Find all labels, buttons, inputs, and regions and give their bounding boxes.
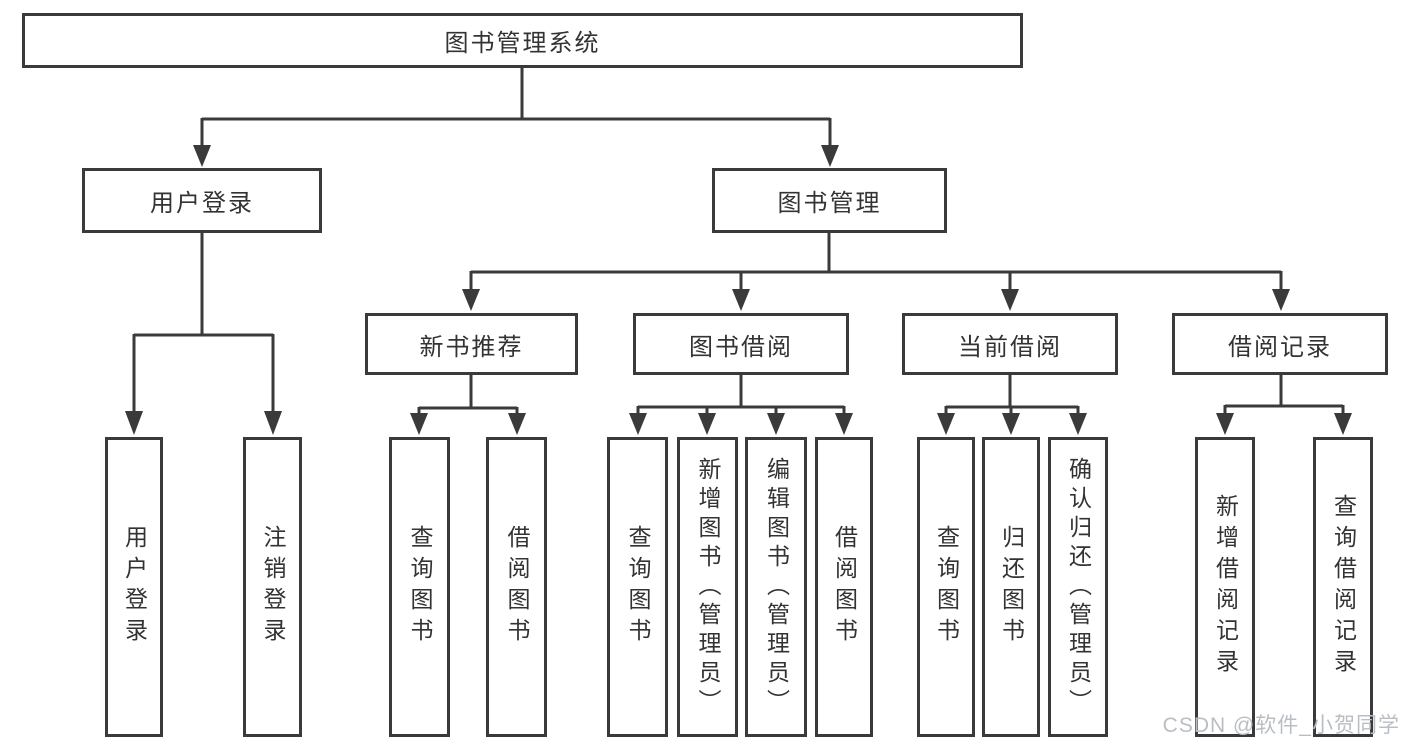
- node-borrow-records-label: 借阅记录: [1228, 333, 1332, 361]
- arrowheads: [125, 145, 1352, 435]
- node-current-borrow: 当前借阅: [902, 313, 1118, 375]
- leaf-borrow-borrow-book: 借阅图书: [815, 437, 873, 737]
- leaf-records-add-record-label: 新增借阅记录: [1212, 494, 1239, 680]
- leaf-records-query-record: 查询借阅记录: [1313, 437, 1373, 737]
- csdn-watermark: CSDN @软件_小贺同学: [1162, 714, 1400, 737]
- leaf-logout-label: 注销登录: [260, 525, 286, 649]
- leaf-user-login-label: 用户登录: [121, 525, 148, 649]
- node-borrow-records: 借阅记录: [1172, 313, 1388, 375]
- node-book-borrow-label: 图书借阅: [689, 333, 793, 361]
- leaf-records-add-record: 新增借阅记录: [1195, 437, 1255, 737]
- leaf-borrow-borrow-book-label: 借阅图书: [831, 525, 858, 649]
- leaf-current-return-book-label: 归还图书: [998, 525, 1025, 649]
- node-user-login: 用户登录: [82, 168, 322, 233]
- leaf-borrow-query-book-label: 查询图书: [625, 525, 651, 649]
- node-root-system-label: 图书管理系统: [444, 30, 601, 57]
- node-root-system: 图书管理系统: [22, 13, 1023, 68]
- node-new-book-recommend-label: 新书推荐: [419, 333, 524, 361]
- leaf-borrow-edit-book-label: 编辑图书（管理员）: [763, 456, 790, 718]
- node-book-management: 图书管理: [712, 168, 947, 233]
- leaf-current-query-book: 查询图书: [917, 437, 975, 737]
- node-book-borrow: 图书借阅: [633, 313, 849, 375]
- leaf-user-login: 用户登录: [105, 437, 163, 737]
- leaf-borrow-edit-book: 编辑图书（管理员）: [745, 437, 807, 737]
- leaf-current-confirm-return: 确认归还（管理员）: [1048, 437, 1108, 737]
- leaf-borrow-add-book: 新增图书（管理员）: [677, 437, 738, 737]
- node-new-book-recommend: 新书推荐: [365, 313, 578, 375]
- leaf-recommend-borrow-book: 借阅图书: [486, 437, 547, 737]
- leaf-recommend-borrow-book-label: 借阅图书: [504, 525, 530, 649]
- leaf-borrow-query-book: 查询图书: [607, 437, 668, 737]
- leaf-borrow-add-book-label: 新增图书（管理员）: [695, 456, 721, 718]
- leaf-current-confirm-return-label: 确认归还（管理员）: [1065, 456, 1092, 718]
- leaf-recommend-query-book: 查询图书: [389, 437, 450, 737]
- node-current-borrow-label: 当前借阅: [958, 333, 1062, 361]
- leaf-current-return-book: 归还图书: [982, 437, 1040, 737]
- leaf-current-query-book-label: 查询图书: [933, 525, 960, 649]
- node-book-management-label: 图书管理: [777, 190, 882, 217]
- leaf-records-query-record-label: 查询借阅记录: [1330, 494, 1357, 680]
- leaf-recommend-query-book-label: 查询图书: [407, 525, 433, 649]
- leaf-logout: 注销登录: [243, 437, 302, 737]
- node-user-login-label: 用户登录: [150, 190, 254, 217]
